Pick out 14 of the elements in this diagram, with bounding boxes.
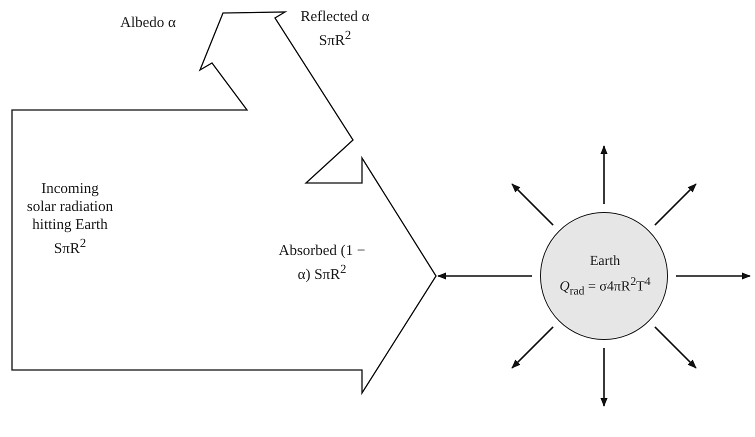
- radiation-arrow: [511, 183, 554, 226]
- radiation-arrow: [600, 145, 608, 204]
- equation-text: Q$_{rad}$ = σ4πR$^{2}$T$^{4}$: [558, 274, 652, 300]
- albedo-label: Albedo α: [119, 14, 177, 32]
- flow-label: Absorbed (1 − α) SπR$^{2}$: [278, 242, 366, 284]
- flow-label: Incoming solar radiation hitting Earth SπR$^{2}$: [26, 180, 114, 258]
- radiation-arrow: [511, 326, 554, 369]
- node-title: Earth: [588, 253, 622, 271]
- radiation-arrow: [676, 272, 751, 280]
- flow-label: Reflected α SπR$^{2}$: [299, 8, 371, 50]
- radiation-arrow: [600, 348, 608, 407]
- radiation-arrow: [654, 183, 697, 226]
- radiation-arrow: [654, 326, 697, 369]
- radiation-arrow: [437, 272, 532, 280]
